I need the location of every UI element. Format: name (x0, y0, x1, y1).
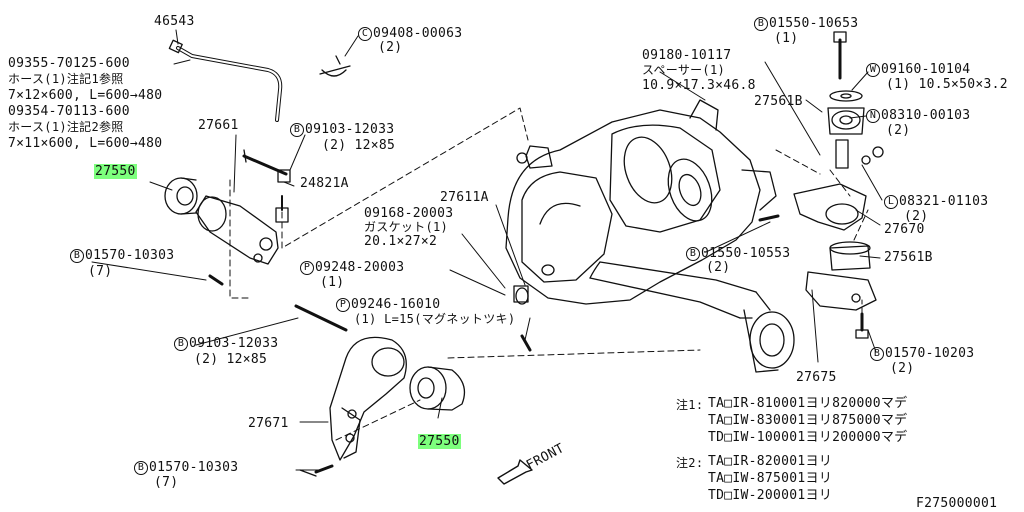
circle-letter: W (866, 63, 880, 77)
part-number: 01550-10653 (769, 16, 859, 31)
plug1-qty: (1) (320, 275, 345, 290)
circle-letter: B (754, 17, 768, 31)
spacer-desc: スペーサー(1) (642, 63, 725, 77)
circle-letter: B (134, 461, 148, 475)
circle-letter: N (866, 109, 880, 123)
dashed-guides (229, 107, 869, 441)
bolt5-qty: (1) (774, 31, 799, 46)
label-27561b-upper: 27561B (754, 94, 803, 109)
circle-letter: P (300, 261, 314, 275)
part-number: 08321-01103 (899, 194, 989, 209)
part-number: 01570-10303 (149, 460, 239, 475)
circle-letter: B (686, 247, 700, 261)
washer-dim: (1) 10.5×50×3.2 (886, 77, 1008, 92)
circle-letter: B (870, 347, 884, 361)
hose2-part-no: 09354-70113-600 (8, 104, 130, 119)
note1-line1: TA□IR-810001ヨリ820000マデ (708, 396, 908, 411)
hose-part (168, 39, 283, 122)
front-mount-assembly (294, 304, 466, 477)
note1-line2: TA□IW-830001ヨリ875000マデ (708, 413, 908, 428)
clamp-qty: (2) (378, 40, 403, 55)
hose1-part-no: 09355-70125-600 (8, 56, 130, 71)
part-number: 09246-16010 (351, 297, 441, 312)
lock-qty: (2) (904, 209, 929, 224)
part-number: 09248-20003 (315, 260, 405, 275)
part-number: 08310-00103 (881, 108, 971, 123)
bolt7-qty: (2) (890, 361, 915, 376)
bolt4-qty: (7) (154, 475, 179, 490)
gasket-part-no: 09168-20003 (364, 206, 454, 221)
part-number: 09103-12033 (189, 336, 279, 351)
figure-id: F275000001 (916, 496, 998, 511)
label-27561b-lower: 27561B (884, 250, 933, 265)
bolt2-qty: (7) (88, 264, 113, 279)
circle-letter: B (290, 123, 304, 137)
note2-line1: TA□IR-820001ヨリ (708, 454, 833, 469)
highlight-27550-upper: 27550 (94, 164, 137, 179)
note1-line3: TD□IW-100001ヨリ200000マデ (708, 430, 908, 445)
leader-lines (91, 29, 883, 471)
label-27611a: 27611A (440, 190, 489, 205)
upper-mount-assembly (758, 31, 884, 339)
hose2-dim: 7×11×600, L=600→480 (8, 136, 163, 151)
rear-mount-assembly (164, 149, 291, 286)
hose1-dim: 7×12×600, L=600→480 (8, 88, 163, 103)
highlight-27550-lower: 27550 (418, 434, 461, 449)
note1-head: 注1: (676, 398, 704, 412)
gasket-dim: 20.1×27×2 (364, 234, 438, 249)
circle-letter: P (336, 298, 350, 312)
bolt6-qty: (2) (706, 260, 731, 275)
label-27670: 27670 (884, 222, 925, 237)
part-number: 01570-10303 (85, 248, 175, 263)
part-number: 01570-10203 (885, 346, 975, 361)
circle-letter: B (70, 249, 84, 263)
circle-letter: L (884, 195, 898, 209)
part-number: 09103-12033 (305, 122, 395, 137)
bolt3-qty: (2) 12×85 (194, 352, 268, 367)
differential-housing (505, 99, 795, 373)
note2-line3: TD□IW-200001ヨリ (708, 488, 833, 503)
hose2-desc: ホース(1)注記2参照 (8, 120, 124, 134)
part-number: 09408-00063 (373, 26, 463, 41)
label-27675: 27675 (796, 370, 837, 385)
part-number: 09160-10104 (881, 62, 971, 77)
label-46543: 46543 (154, 14, 195, 29)
part-number: 01550-10553 (701, 246, 791, 261)
gasket-desc: ガスケット(1) (364, 220, 449, 234)
highlighted-part-27550-lower[interactable]: 27550 (418, 434, 461, 449)
front-arrow-icon (497, 459, 533, 485)
bolt1-qty: (2) 12×85 (322, 138, 396, 153)
note2-head: 注2: (676, 456, 704, 470)
label-27661: 27661 (198, 118, 239, 133)
nut-qty: (2) (886, 123, 911, 138)
highlighted-part-27550-upper[interactable]: 27550 (94, 164, 137, 179)
circle-letter: C (358, 27, 372, 41)
spacer-part-no: 09180-10117 (642, 48, 732, 63)
plug2-desc: (1) L=15(マグネットツキ) (354, 312, 516, 326)
note2-line2: TA□IW-875001ヨリ (708, 471, 833, 486)
label-24821a: 24821A (300, 176, 349, 191)
hose1-desc: ホース(1)注記1参照 (8, 72, 124, 86)
spacer-dim: 10.9×17.3×46.8 (642, 78, 756, 93)
clamp-part (319, 55, 351, 77)
circle-letter: B (174, 337, 188, 351)
label-27671: 27671 (248, 416, 289, 431)
